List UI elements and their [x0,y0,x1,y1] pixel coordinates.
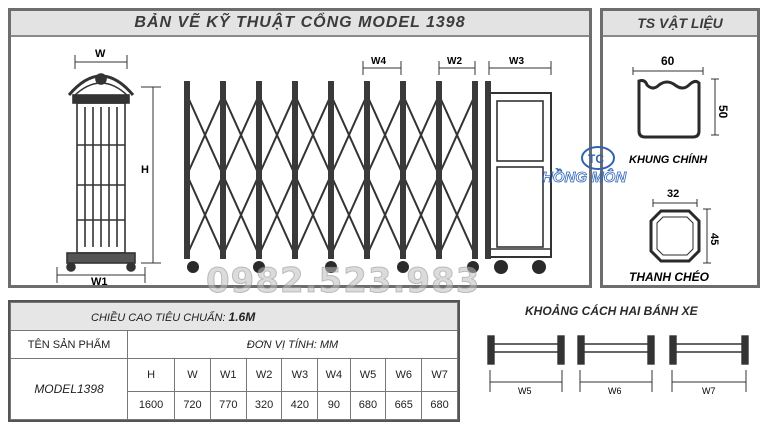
brand-logo: TC HỒNG MÔN [540,142,650,188]
spec-table: CHIỀU CAO TIÊU CHUẨN: 1.6M TÊN SẢN PHẨM … [8,300,460,422]
col-w3: W3 [281,358,319,392]
dim-w2-label: W2 [447,56,462,67]
col-w5: W5 [349,358,387,392]
col-w4: W4 [317,358,351,392]
wheel-diagram: W5 W6 W7 [487,335,749,396]
front-posts [184,81,491,259]
watermark-phone: 0982.523.983 [205,261,481,302]
materials-title: TS VẬT LIỆU [603,11,757,37]
dim-h [141,86,161,264]
main-title: BẢN VẼ KỸ THUẬT CỔNG MODEL 1398 [11,11,589,37]
cross-bar-dim [652,199,711,264]
product-name-header: TÊN SẢN PHẨM [10,330,128,360]
materials-drawing: 60 50 KHUNG CHÍNH 32 45 THANH CHÉO [629,54,730,284]
cross-bar-width: 32 [667,188,679,200]
wheel-title: KHOẢNG CÁCH HAI BÁNH XE [525,304,698,318]
val-w6: 665 [385,390,423,421]
val-w5: 680 [349,390,387,421]
unit-header: ĐƠN VỊ TÍNH: MM [127,330,458,360]
side-view [66,73,136,272]
dim-w-label: W [95,48,106,60]
col-w7: W7 [421,358,458,392]
main-frame-profile [637,79,701,139]
dim-w4-label: W4 [371,56,386,67]
wheel-w7-label: W7 [702,386,716,396]
val-h: 1600 [126,390,176,421]
logo-brand: HỒNG MÔN [542,168,627,186]
main-frame-width: 60 [661,54,675,68]
standard-height-row: CHIỀU CAO TIÊU CHUẨN: 1.6M [10,301,458,332]
wheel-w5-label: W5 [518,386,532,396]
col-w2: W2 [245,358,283,392]
col-w: W [174,358,211,392]
main-frame-dim [632,67,719,136]
main-frame-height: 50 [716,105,730,119]
standard-height-label: CHIỀU CAO TIÊU CHUẨN: [91,311,226,324]
logo-monogram: TC [588,152,604,166]
val-w3: 420 [281,390,319,421]
col-h: H [126,358,176,392]
dim-w1-label: W1 [91,276,108,285]
wheel-w6-label: W6 [608,386,622,396]
dim-w [74,55,128,69]
col-w1: W1 [209,358,247,392]
val-w4: 90 [317,390,351,421]
dim-top [362,61,552,75]
dim-h-label: H [141,164,149,176]
materials-panel: TS VẬT LIỆU 60 50 KHUNG CHÍNH 32 45 THAN… [600,8,760,288]
main-drawing-panel: BẢN VẼ KỸ THUẬT CỔNG MODEL 1398 W [8,8,592,302]
cross-bar-height: 45 [708,233,720,245]
val-w2: 320 [245,390,283,421]
val-w1: 770 [209,390,247,421]
dim-w1 [56,267,146,283]
cross-bar-profile [649,209,701,263]
model-cell: MODEL1398 [10,358,128,420]
col-w6: W6 [385,358,423,392]
val-w: 720 [174,390,211,421]
standard-height-value: 1.6M [228,309,256,324]
main-frame-name: KHUNG CHÍNH [629,153,708,166]
val-w7: 680 [421,390,458,421]
dim-w3-label: W3 [509,56,524,67]
cross-bar-name: THANH CHÉO [629,269,710,284]
front-wheels [187,260,546,274]
gate-drawing: W W1 H [56,48,552,285]
